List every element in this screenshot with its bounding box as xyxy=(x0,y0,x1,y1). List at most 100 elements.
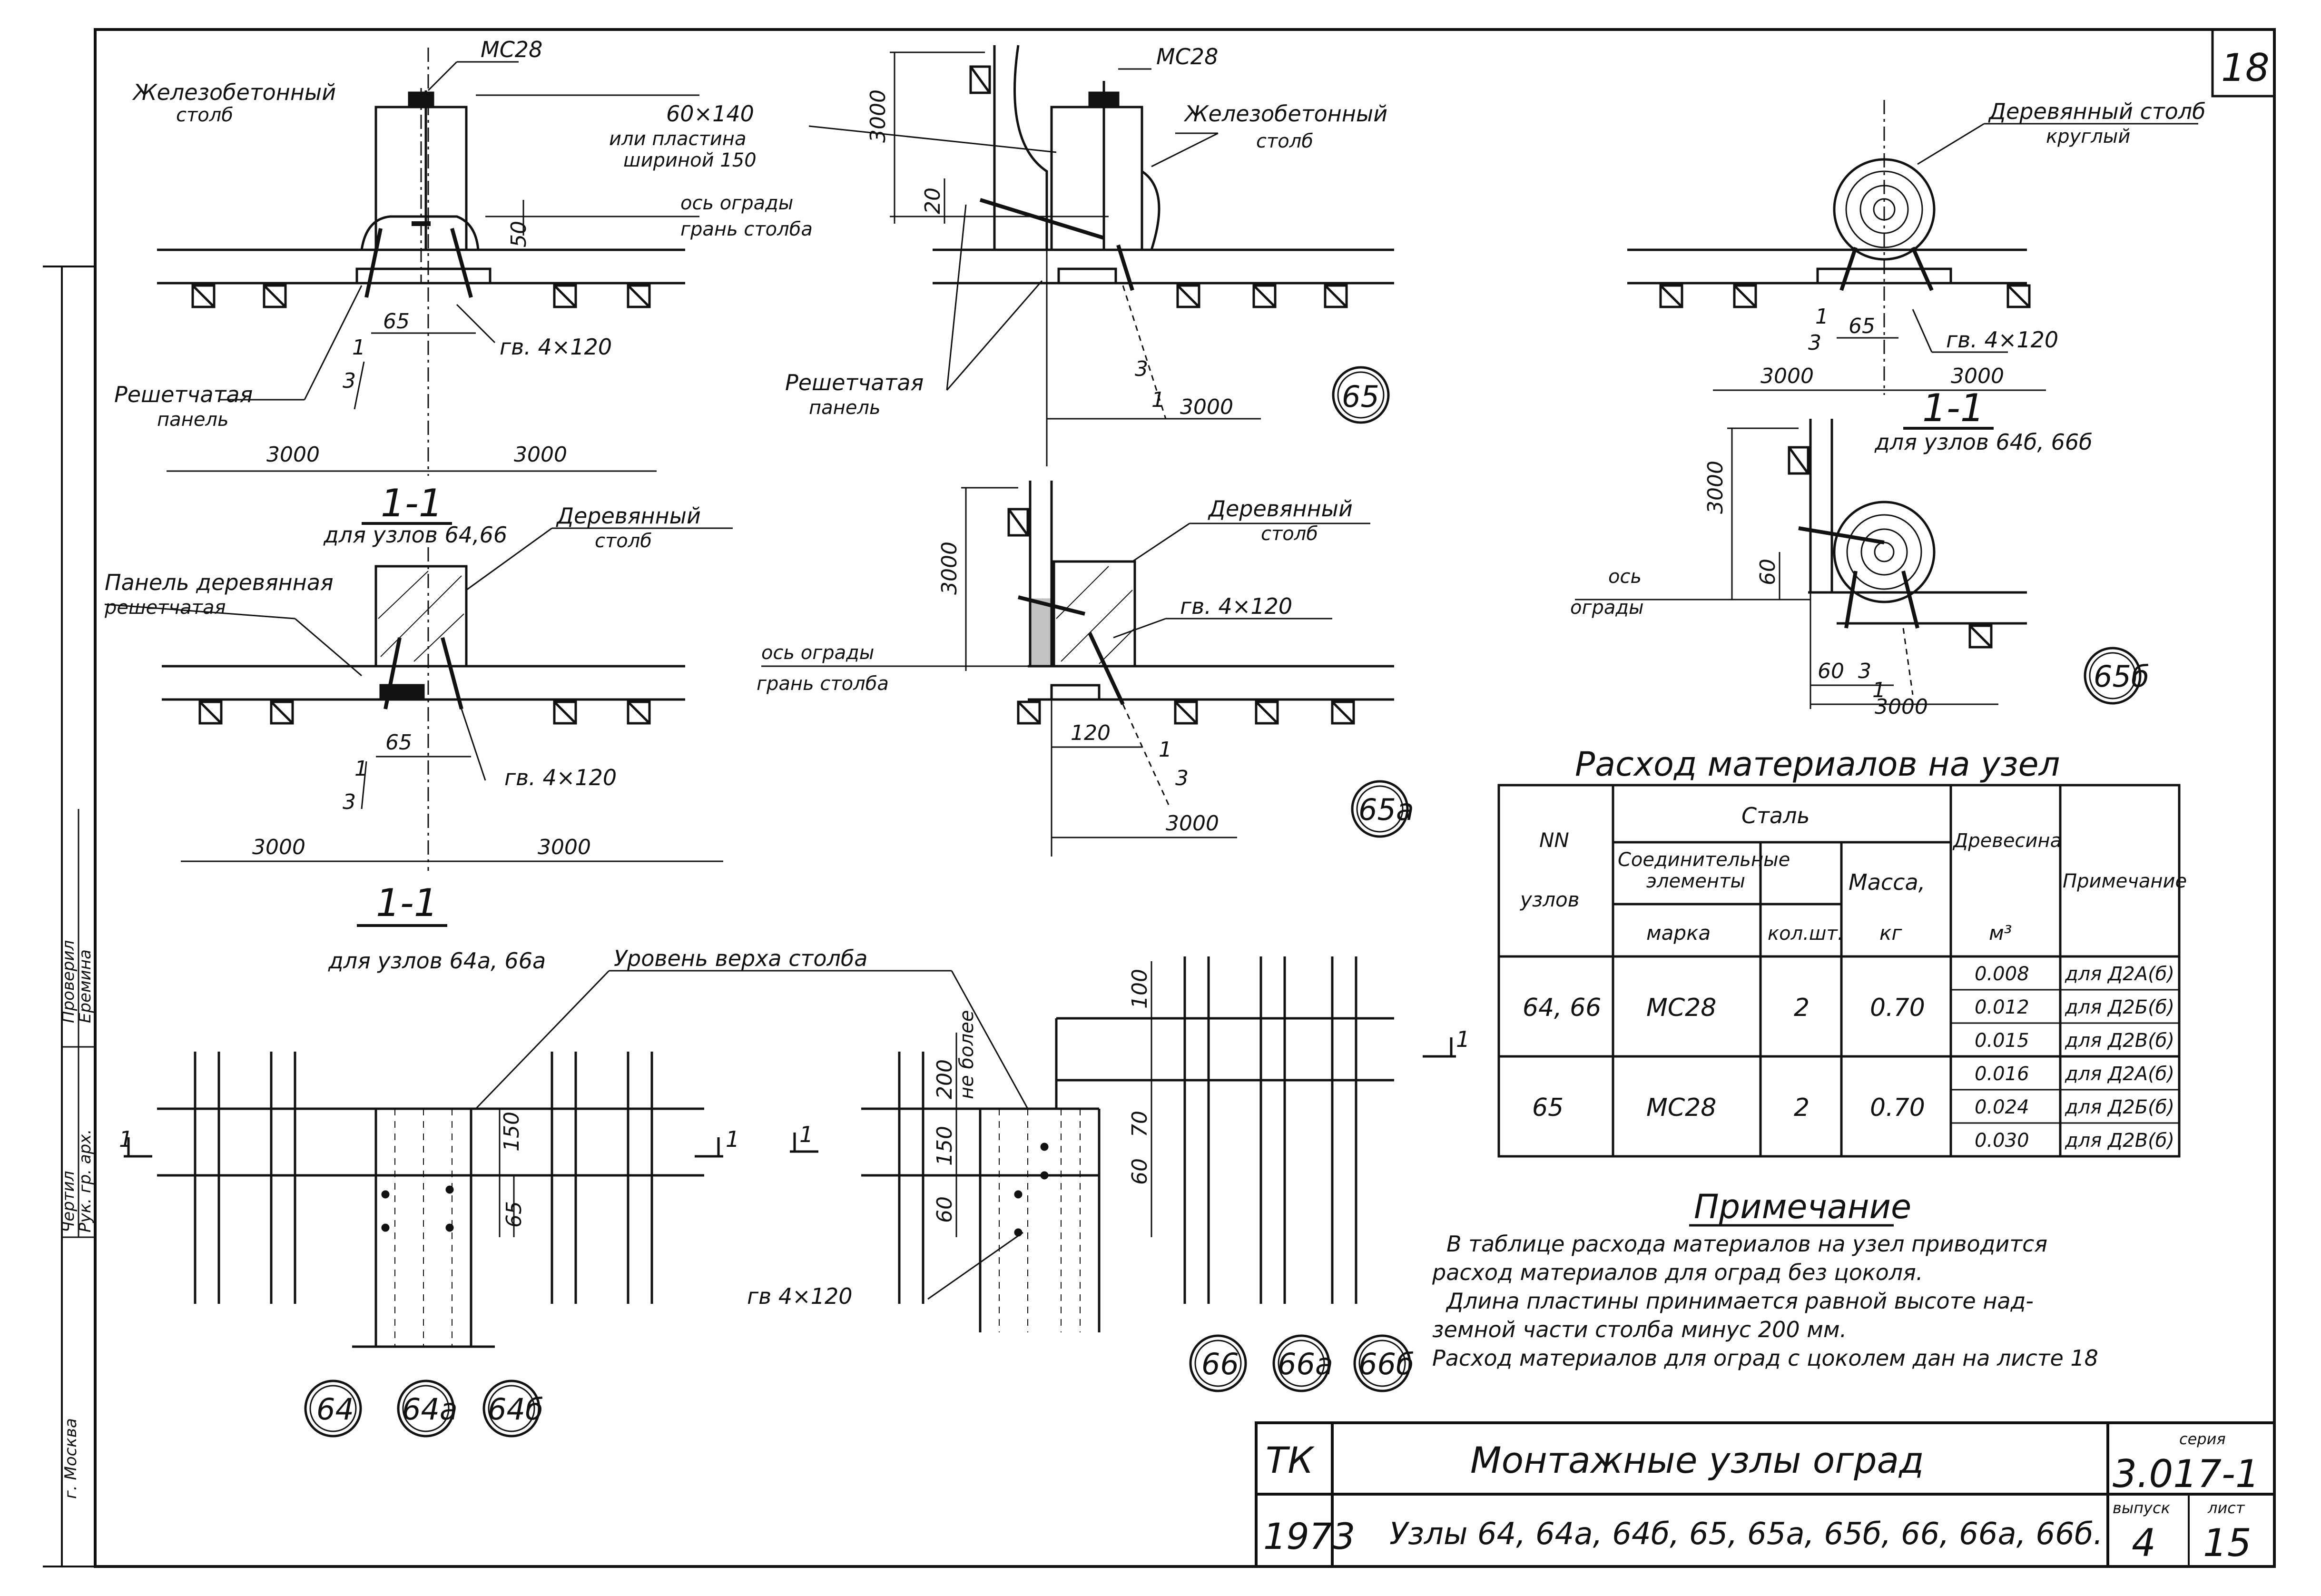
mr-dim-60: 60 xyxy=(1756,559,1780,585)
tm-post-2: столб xyxy=(1256,130,1313,152)
r2-wood-1: 0.016 xyxy=(1975,1063,2029,1085)
ml-span-l: 3000 xyxy=(252,835,305,859)
mr-dim-60b: 60 xyxy=(1818,659,1844,683)
ml-post-1: Деревянный xyxy=(556,503,701,529)
ml-slope-3: 3 xyxy=(343,790,356,814)
tm-panel-1: Решетчатая xyxy=(785,370,924,395)
materials-table: Расход материалов на узел xyxy=(1497,745,2181,1158)
br-dim-70: 70 xyxy=(1128,1111,1152,1137)
r1-mass: 0.70 xyxy=(1870,994,1925,1022)
section-mark-64-66: 1-1 для узлов 64,66 xyxy=(323,481,507,548)
tm-panel-2: панель xyxy=(809,397,881,419)
elev-mid-dots xyxy=(1014,1143,1049,1237)
tl-post-2: столб xyxy=(176,104,233,126)
bl-dim-65: 65 xyxy=(502,1201,526,1228)
svg-text:1-1: 1-1 xyxy=(381,481,443,525)
detail-node-65 xyxy=(808,45,1394,466)
tm-dim-20: 20 xyxy=(921,187,945,214)
sheet-frame xyxy=(43,28,2276,1568)
r2-qty: 2 xyxy=(1794,1094,1810,1122)
tl-span-l: 3000 xyxy=(266,443,320,467)
tb-series: 3.017-1 xyxy=(2113,1452,2260,1496)
tb-subtitle: Узлы 64, 64а, 64б, 65, 65а, 65б, 66, 66а… xyxy=(1389,1517,2103,1552)
th-mass-2: кг xyxy=(1879,921,1902,945)
detail-concrete-post-64-66 xyxy=(157,48,699,476)
elevation-64 xyxy=(124,1052,723,1438)
tr-span-r: 3000 xyxy=(1951,364,2004,388)
th-nn: NN xyxy=(1539,828,1569,852)
tl-axis-1: ось ограды xyxy=(680,192,793,214)
node-66: 66 xyxy=(1201,1347,1239,1381)
r1-qty: 2 xyxy=(1794,994,1810,1022)
mc-slope-3: 3 xyxy=(1175,766,1189,790)
mr-axis-1: ось xyxy=(1608,566,1642,588)
r1-note-1: для Д2А(б) xyxy=(2065,963,2174,985)
tr-span-l: 3000 xyxy=(1760,364,1814,388)
r2-wood-2: 0.024 xyxy=(1975,1096,2029,1118)
bm-dim-150: 150 xyxy=(933,1126,957,1166)
node-64b: 64б xyxy=(488,1392,543,1427)
tl-plate-1: 60×140 xyxy=(666,101,754,127)
tl-axis-2: грань столба xyxy=(680,218,813,240)
r2-mark: МС28 xyxy=(1646,1094,1716,1122)
tl-panel-1: Решетчатая xyxy=(114,382,253,407)
tr-slope-3: 3 xyxy=(1808,331,1821,355)
stamp-eremina: Еремина xyxy=(76,949,95,1023)
tb-sheet: 15 xyxy=(2203,1521,2252,1565)
svg-text:1-1: 1-1 xyxy=(1922,386,1985,430)
mc-axis-1: ось ограды xyxy=(761,642,874,664)
r2-note-2: для Д2Б(б) xyxy=(2065,1096,2174,1118)
detail-node-65b xyxy=(1575,419,2142,709)
svg-text:для узлов 64б, 66б: для узлов 64б, 66б xyxy=(1874,429,2093,455)
ml-post-2: столб xyxy=(595,530,652,552)
tr-nail: гв. 4×120 xyxy=(1946,327,2058,353)
elev-64-dots xyxy=(381,1185,454,1232)
mr-node: 65б xyxy=(2094,659,2149,694)
th-nodes: узлов xyxy=(1519,888,1579,911)
note-line-1: В таблице расхода материалов на узел при… xyxy=(1446,1231,2047,1257)
tl-post-1: Железобетонный xyxy=(132,79,336,105)
mr-axis-2: ограды xyxy=(1570,597,1644,619)
stamp-city: г. Москва xyxy=(61,1418,80,1499)
mc-span: 3000 xyxy=(1166,811,1219,836)
node-66b: 66б xyxy=(1358,1347,1414,1381)
tb-issue-label: выпуск xyxy=(2113,1499,2171,1517)
tl-plate-2: или пластина xyxy=(609,128,746,150)
section-mark-64b-66b: 1-1 для узлов 64б, 66б xyxy=(1874,386,2093,455)
tm-node: 65 xyxy=(1342,379,1379,414)
ml-panel-2: решетчатая xyxy=(104,597,226,619)
r1-wood-3: 0.015 xyxy=(1975,1030,2029,1052)
th-joint-1: Соединительные xyxy=(1618,849,1790,871)
r2-wood-3: 0.030 xyxy=(1975,1130,2029,1152)
side-stamp: Рук. гр. арх. Чертил Проверил Еремина г.… xyxy=(59,809,95,1499)
detail-node-65a xyxy=(761,481,1409,857)
bm-nail: гв 4×120 xyxy=(747,1283,853,1309)
detail-wood-post xyxy=(104,527,733,871)
br-dim-100: 100 xyxy=(1128,969,1152,1009)
tl-dim-50: 50 xyxy=(507,221,531,247)
note-line-4: земной части столба минус 200 мм. xyxy=(1432,1317,1847,1342)
r1-note-2: для Д2Б(б) xyxy=(2065,996,2174,1018)
tr-slope-1: 1 xyxy=(1815,305,1829,329)
elevation-mid xyxy=(790,1033,1101,1332)
mc-axis-2: грань столба xyxy=(757,673,889,695)
ml-slope-1: 1 xyxy=(354,757,368,781)
tl-nail: гв. 4×120 xyxy=(500,334,612,360)
th-mass-1: Масса, xyxy=(1849,869,1925,895)
node-64a: 64а xyxy=(402,1392,458,1427)
tm-dim-3000: 3000 xyxy=(866,89,890,143)
tm-mc: МС28 xyxy=(1156,44,1218,69)
ml-panel-1: Панель деревянная xyxy=(105,570,334,595)
svg-text:1-1: 1-1 xyxy=(376,881,438,925)
br-dim-60: 60 xyxy=(1128,1158,1152,1185)
r1-mark: МС28 xyxy=(1646,994,1716,1022)
mr-slope-1: 1 xyxy=(1872,678,1886,702)
mr-dim-3000: 3000 xyxy=(1703,461,1728,514)
tl-dim-65: 65 xyxy=(383,309,410,334)
tb-issue: 4 xyxy=(2132,1521,2156,1565)
title-block xyxy=(1255,1421,2276,1568)
tb-year: 1973 xyxy=(1263,1515,1355,1557)
node-64: 64 xyxy=(316,1392,354,1427)
th-mark: марка xyxy=(1646,921,1711,945)
